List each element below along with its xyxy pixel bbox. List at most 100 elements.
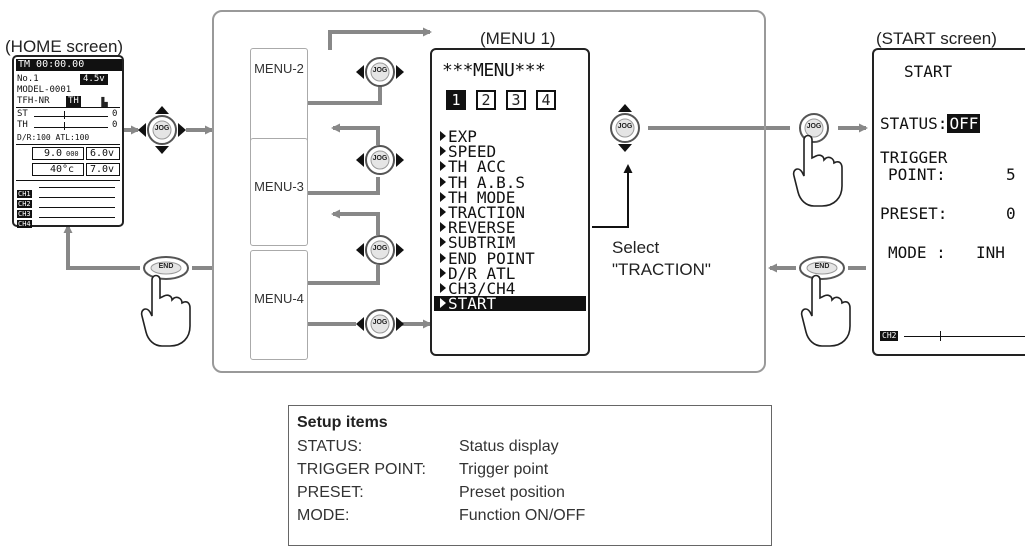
home-time-unit: 000 [66, 150, 79, 158]
status-label: STATUS: [880, 114, 948, 133]
menu-item-th-abs[interactable]: TH A.B.S [434, 174, 586, 190]
item-arrow-icon [440, 146, 446, 157]
menu4-card[interactable]: MENU-4 [250, 250, 308, 360]
preset-value: 0 [1006, 204, 1016, 223]
menu-item-label: EXP [448, 127, 477, 146]
th-trim-bar [34, 127, 108, 128]
setup-value-trigger: Trigger point [459, 461, 549, 478]
setup-items-box: Setup items STATUS: Status display TRIGG… [288, 405, 772, 546]
menu-item-label: REVERSE [448, 218, 516, 238]
status-row: STATUS:OFF [880, 114, 981, 133]
menu-item-th-acc[interactable]: TH ACC [434, 159, 586, 175]
antenna-icon: ▐▖ [98, 97, 112, 107]
page-tab-2[interactable]: 2 [476, 90, 496, 110]
menu3-card[interactable]: MENU-3 [250, 138, 308, 246]
channel-label: CH1 [17, 190, 32, 198]
channel-bar [39, 207, 115, 208]
trigger-label-2: POINT: [888, 165, 946, 184]
menu-item-end-point[interactable]: END POINT [434, 250, 586, 266]
jog-label[interactable]: JOG [372, 155, 388, 162]
home-model-no: No.1 [17, 74, 39, 84]
menu-item-th-mode[interactable]: TH MODE [434, 187, 586, 207]
menu-item-label: TH MODE [448, 187, 516, 207]
menu-item-subtrim[interactable]: SUBTRIM [434, 235, 586, 251]
channel-label: CH2 [17, 200, 32, 208]
item-arrow-icon [440, 191, 446, 202]
jog-label[interactable]: JOG [372, 245, 388, 252]
select-traction-caption: Select "TRACTION" [612, 237, 711, 281]
jog-label[interactable]: JOG [806, 123, 822, 130]
home-volt2-value: 7.0v [90, 164, 115, 175]
home-temp-value: 40°c [50, 164, 75, 175]
end-label[interactable]: END [814, 263, 830, 270]
start-screen: START STATUS:OFF TRIGGER POINT: 5 PRESET… [872, 48, 1025, 356]
jog-label[interactable]: JOG [372, 319, 388, 326]
menu-item-dr-atl[interactable]: D/R ATL [434, 265, 586, 281]
menu-item-label: CH3/CH4 [448, 278, 516, 298]
mode-value: INH [976, 243, 1005, 262]
jog-down-arrow-icon [618, 144, 632, 152]
st-trim-bar [34, 116, 108, 117]
menu1-screen: ***MENU*** 1 2 3 4 EXP SPEED TH ACC TH A… [430, 48, 590, 356]
home-channel-list: CH1 CH2 CH3 CH4 [17, 183, 117, 228]
jog-label[interactable]: JOG [372, 67, 388, 74]
home-voltage: 4.5v [80, 74, 108, 85]
menu-item-traction[interactable]: TRACTION [434, 202, 586, 222]
jog-button-lr [356, 235, 404, 265]
home-st-value: 0 [112, 109, 118, 119]
item-arrow-icon [440, 222, 446, 233]
menu3-up-arrow [331, 123, 380, 145]
channel-row: CH4 [17, 213, 117, 228]
menu-item-start[interactable]: START [434, 296, 586, 312]
hand-pointer-icon [792, 134, 843, 207]
jog-left-arrow-icon [356, 65, 364, 79]
end-button-start [799, 256, 845, 280]
setup-key-mode: MODE: [297, 507, 350, 524]
home-mode-badge: TH [66, 96, 81, 107]
page-tab-4[interactable]: 4 [536, 90, 556, 110]
item-arrow-icon [440, 176, 446, 187]
mode-label: MODE : [888, 243, 946, 262]
page-tab-1[interactable]: 1 [446, 90, 466, 110]
select-caption-line1: Select [612, 238, 660, 257]
menu-item-reverse[interactable]: REVERSE [434, 218, 586, 238]
preset-label: PRESET: [880, 204, 948, 223]
menu4-label: MENU-4 [254, 291, 304, 306]
jog-button-lr [356, 145, 404, 175]
home-volt2-box [86, 163, 120, 176]
home-time-box [32, 147, 84, 160]
channel-row: CH3 [17, 203, 117, 218]
item-arrow-icon [440, 267, 446, 278]
end-label[interactable]: END [158, 263, 174, 270]
channel-label: CH3 [17, 210, 32, 218]
menu1-item-list: EXP SPEED TH ACC TH A.B.S TH MODE TRACTI… [434, 127, 586, 312]
channel-bar [39, 197, 115, 198]
jog-right-arrow-icon [178, 123, 186, 137]
item-arrow-icon [440, 206, 446, 217]
hand-pointer-icon [800, 274, 851, 347]
jog-button-lr [356, 309, 404, 339]
st-trim-marker [64, 111, 65, 119]
home-temp-box [32, 163, 84, 176]
setup-key-status: STATUS: [297, 438, 363, 455]
menu-frame [212, 10, 766, 373]
menu-item-ch3-ch4[interactable]: CH3/CH4 [434, 278, 586, 298]
end-to-home-arrow [63, 224, 140, 270]
menu-item-speed[interactable]: SPEED [434, 142, 586, 162]
home-th-value: 0 [112, 120, 118, 130]
menu-item-exp[interactable]: EXP [434, 127, 586, 146]
item-arrow-icon [440, 298, 446, 309]
page-tab-3[interactable]: 3 [506, 90, 526, 110]
menu-item-label: TRACTION [448, 202, 526, 222]
status-value: OFF [947, 114, 981, 133]
home-dr-line: D/R:100 ATL:100 [17, 133, 90, 142]
jog-label[interactable]: JOG [154, 125, 170, 132]
item-arrow-icon [440, 237, 446, 248]
jog-right-arrow-icon [396, 243, 404, 257]
jog-up-arrow-icon [618, 104, 632, 112]
jog-label[interactable]: JOG [617, 123, 633, 130]
menu-item-label: SPEED [448, 142, 497, 162]
start-channel-marker [940, 331, 941, 341]
jog-to-menu3-arrow [285, 177, 380, 198]
menu1-header: ***MENU*** [442, 60, 546, 81]
